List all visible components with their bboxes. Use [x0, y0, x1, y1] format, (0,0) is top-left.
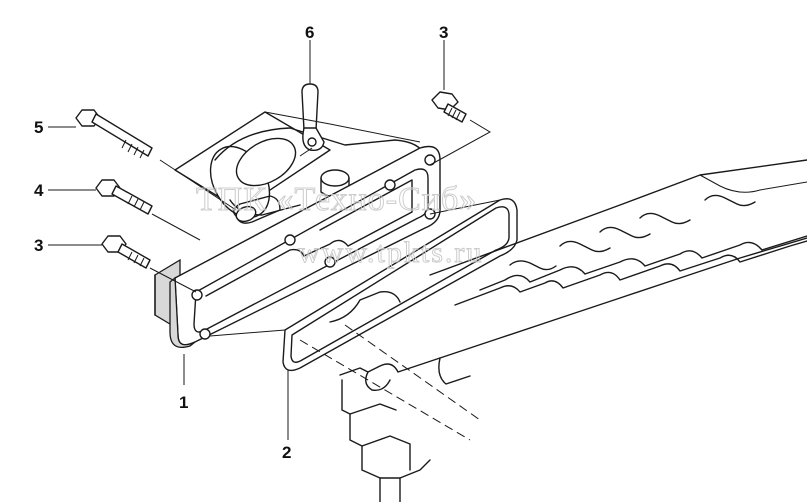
- callout-bolt-lower-left: 3: [34, 236, 43, 255]
- callout-bolt-top-right: 3: [439, 23, 448, 42]
- flange-plate: [169, 145, 441, 349]
- watermark: ТПК «Техно-Сиб» www.tpkts.ru: [196, 181, 483, 270]
- callout-gasket: 2: [282, 443, 291, 462]
- assembly-lines: [48, 40, 501, 440]
- watermark-company: ТПК «Техно-Сиб»: [196, 181, 477, 218]
- callout-flange: 1: [179, 393, 188, 412]
- lifting-bracket: [301, 83, 325, 152]
- bolt-long: [75, 109, 153, 159]
- callout-labels: 1 2 3 3 4 5 6: [34, 23, 448, 462]
- bolt-lower-left: [101, 235, 151, 269]
- watermark-url: www.tpkts.ru: [298, 236, 483, 269]
- bolt-top-right: [431, 91, 467, 123]
- engine-block: [299, 159, 807, 502]
- callout-lifting-bracket: 6: [305, 23, 314, 42]
- callout-bolt-long: 5: [34, 118, 43, 137]
- bolt-middle: [95, 179, 153, 215]
- callout-bolt-middle: 4: [34, 181, 44, 200]
- gasket: [282, 198, 518, 372]
